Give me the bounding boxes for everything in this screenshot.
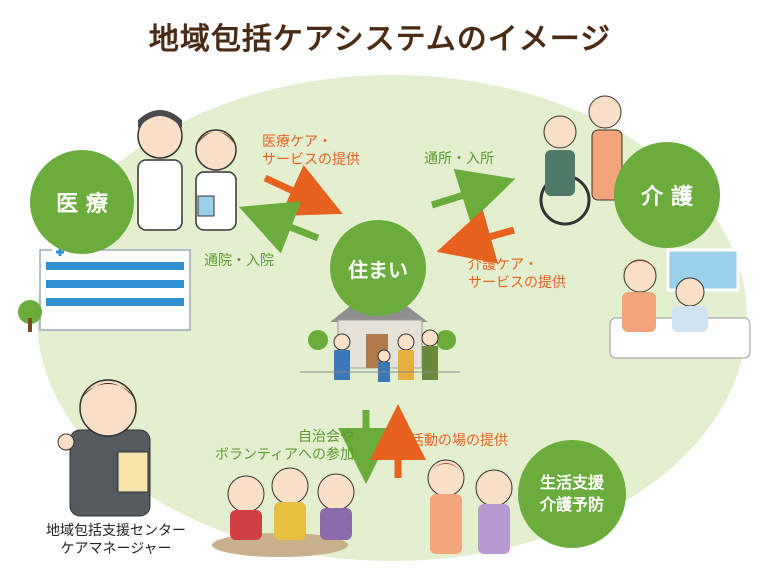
arrow-care-service (436, 209, 515, 264)
node-support: 生活支援 介護予防 (518, 440, 626, 548)
bed-care-illustration (609, 248, 751, 359)
label-medical-service: 医療ケア・ サービスの提供 (262, 134, 360, 168)
care-manager-illustration (57, 379, 151, 517)
label-activity: 活動の場の提供 (410, 433, 508, 449)
node-support-label: 生活支援 介護予防 (539, 473, 604, 514)
wheelchair-illustration (539, 95, 623, 226)
community-illustration (212, 467, 355, 557)
doctor-nurse-illustration (137, 110, 237, 231)
caregiver-elderly-illustration (427, 459, 513, 554)
label-daycare: 通所・入所 (424, 151, 494, 167)
arrow-daycare (430, 168, 516, 223)
node-care: 介 護 (614, 142, 720, 248)
label-visit-hospital: 通院・入院 (204, 253, 274, 269)
node-medical: 医 療 (30, 150, 134, 254)
label-care-manager: 地域包括支援センター ケアマネージャー (46, 523, 186, 557)
node-care-label: 介 護 (641, 185, 693, 210)
arrow-medical-service (263, 164, 343, 216)
label-care-service: 介護ケア・ サービスの提供 (468, 257, 566, 291)
arrow-visit-hospital (238, 201, 320, 254)
node-home-label: 住まい (348, 257, 408, 282)
node-medical-label: 医 療 (56, 192, 108, 217)
node-home: 住まい (330, 220, 426, 316)
hospital-illustration (18, 244, 191, 332)
page-title: 地域包括ケアシステムのイメージ (148, 22, 612, 57)
label-community: 自治会や ボランティアへの参加 (214, 429, 354, 463)
